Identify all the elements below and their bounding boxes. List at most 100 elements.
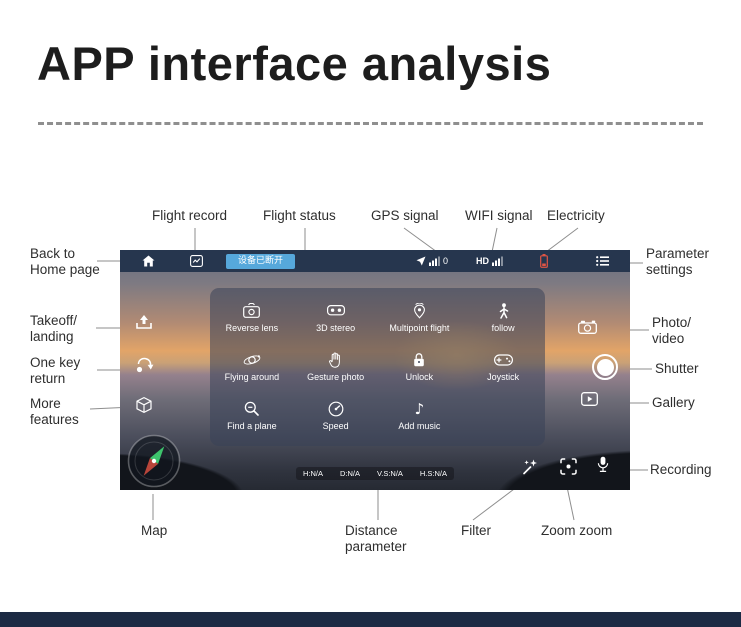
menu-item-3d-stereo[interactable]: 3D stereo	[294, 293, 378, 342]
recording-button[interactable]	[597, 456, 609, 473]
wifi-signal-indicator: HD	[476, 256, 503, 266]
callout-line: landing	[30, 329, 74, 344]
menu-item-speed[interactable]: Speed	[294, 391, 378, 440]
telemetry-distance: D:N/A	[339, 469, 360, 478]
callout-filter: Filter	[461, 523, 491, 539]
feature-menu-row: Reverse lens 3D stereo Multipoint flight…	[210, 293, 545, 342]
callout-line: Gallery	[652, 395, 695, 410]
hand-gesture-icon	[329, 352, 342, 368]
callout-line: Photo/	[652, 315, 692, 330]
callout-electricity: Electricity	[547, 208, 605, 223]
callout-line: Zoom zoom	[541, 523, 613, 538]
callout-line: Distance	[345, 523, 398, 538]
shutter-button[interactable]	[592, 354, 618, 380]
callout-one-key-return: One key return	[30, 355, 80, 387]
menu-item-flying-around[interactable]: Flying around	[210, 342, 294, 391]
takeoff-arrow-icon	[136, 315, 152, 329]
callout-gps-signal: GPS signal	[371, 208, 439, 223]
parameter-settings-button[interactable]	[596, 256, 609, 266]
zoom-button[interactable]	[560, 458, 577, 475]
menu-item-gesture-photo[interactable]: Gesture photo	[294, 342, 378, 391]
telemetry-bar: H:N/A D:N/A V.S:N/A H.S:N/A	[296, 467, 454, 480]
callout-back-to-home: Back to Home page	[30, 246, 100, 278]
walking-person-icon	[498, 302, 509, 319]
callout-line: return	[30, 371, 66, 386]
flight-record-button[interactable]	[190, 255, 203, 267]
home-button[interactable]	[142, 255, 155, 267]
callout-line: video	[652, 331, 685, 346]
callout-line: More	[30, 396, 61, 411]
menu-item-label: Multipoint flight	[389, 322, 450, 333]
menu-item-label: Add music	[398, 420, 441, 431]
vr-goggles-icon	[326, 303, 345, 319]
callout-zoom-zoom: Zoom zoom	[541, 523, 612, 539]
menu-item-label: Speed	[322, 420, 349, 431]
callout-wifi-signal: WIFI signal	[465, 208, 533, 223]
menu-item-label: Flying around	[224, 371, 280, 382]
gps-count: 0	[443, 256, 449, 266]
gps-signal-indicator: 0	[416, 256, 448, 266]
device-status-chip[interactable]: 设备已断开	[226, 253, 296, 269]
callout-line: settings	[646, 262, 693, 277]
callout-line: Back to	[30, 246, 76, 261]
callout-line: Home page	[30, 262, 100, 277]
callout-line: Shutter	[655, 361, 699, 376]
callout-recording: Recording	[650, 462, 712, 478]
signal-bars-icon	[429, 256, 440, 266]
callout-line: Takeoff/	[30, 313, 78, 328]
callout-line: features	[30, 412, 79, 427]
compass-icon	[127, 434, 181, 488]
telemetry-vertical-speed: V.S:N/A	[376, 469, 403, 478]
cube-icon	[136, 397, 152, 413]
dashed-divider	[38, 122, 703, 125]
callout-shutter: Shutter	[655, 361, 699, 377]
home-icon	[142, 255, 155, 267]
return-arrow-icon	[136, 357, 154, 373]
callout-photo-video: Photo/ video	[652, 315, 691, 347]
app-screenshot: 设备已断开 0 HD Reverse lens	[120, 250, 630, 490]
menu-item-joystick[interactable]: Joystick	[461, 342, 545, 391]
search-icon	[244, 401, 260, 417]
focus-frame-icon	[560, 458, 577, 475]
map-widget[interactable]	[127, 434, 181, 488]
menu-item-unlock[interactable]: Unlock	[378, 342, 462, 391]
menu-item-add-music[interactable]: ♪ Add music	[378, 391, 462, 440]
app-status-bar: 设备已断开 0 HD	[120, 250, 630, 272]
callout-parameter-settings: Parameter settings	[646, 246, 709, 278]
more-features-button[interactable]	[135, 396, 153, 414]
menu-item-label: Gesture photo	[307, 371, 365, 382]
callout-line: Recording	[650, 462, 712, 477]
list-menu-icon	[596, 256, 609, 266]
gallery-play-icon	[581, 392, 598, 406]
menu-item-reverse-lens[interactable]: Reverse lens	[210, 293, 294, 342]
callout-flight-status: Flight status	[263, 208, 336, 223]
microphone-icon	[597, 456, 609, 472]
speedometer-icon	[328, 401, 344, 417]
one-key-return-button[interactable]	[135, 356, 154, 374]
menu-item-label: Reverse lens	[225, 322, 279, 333]
music-note-icon: ♪	[414, 399, 425, 418]
filter-button[interactable]	[522, 458, 539, 475]
callout-takeoff-landing: Takeoff/ landing	[30, 313, 77, 345]
photo-video-toggle-button[interactable]	[578, 320, 597, 334]
callout-flight-record: Flight record	[152, 208, 228, 223]
menu-item-follow[interactable]: follow	[461, 293, 545, 342]
callout-line: Filter	[461, 523, 491, 538]
callout-map: Map	[141, 523, 167, 539]
battery-icon	[540, 254, 548, 268]
menu-item-multipoint-flight[interactable]: Multipoint flight	[378, 293, 462, 342]
menu-item-label: Find a plane	[227, 420, 277, 431]
menu-item-label: Unlock	[405, 371, 434, 382]
gallery-button[interactable]	[581, 392, 598, 406]
menu-item-find-a-plane[interactable]: Find a plane	[210, 391, 294, 440]
callout-line: Parameter	[646, 246, 710, 261]
feature-menu-row: Find a plane Speed ♪ Add music	[210, 391, 545, 440]
camera-flip-icon	[243, 303, 261, 319]
menu-item-label: follow	[491, 322, 515, 333]
takeoff-landing-button[interactable]	[134, 314, 154, 332]
callout-line: Map	[141, 523, 168, 538]
callout-more-features: More features	[30, 396, 79, 428]
orbit-icon	[243, 352, 261, 368]
callout-line: One key	[30, 355, 81, 370]
